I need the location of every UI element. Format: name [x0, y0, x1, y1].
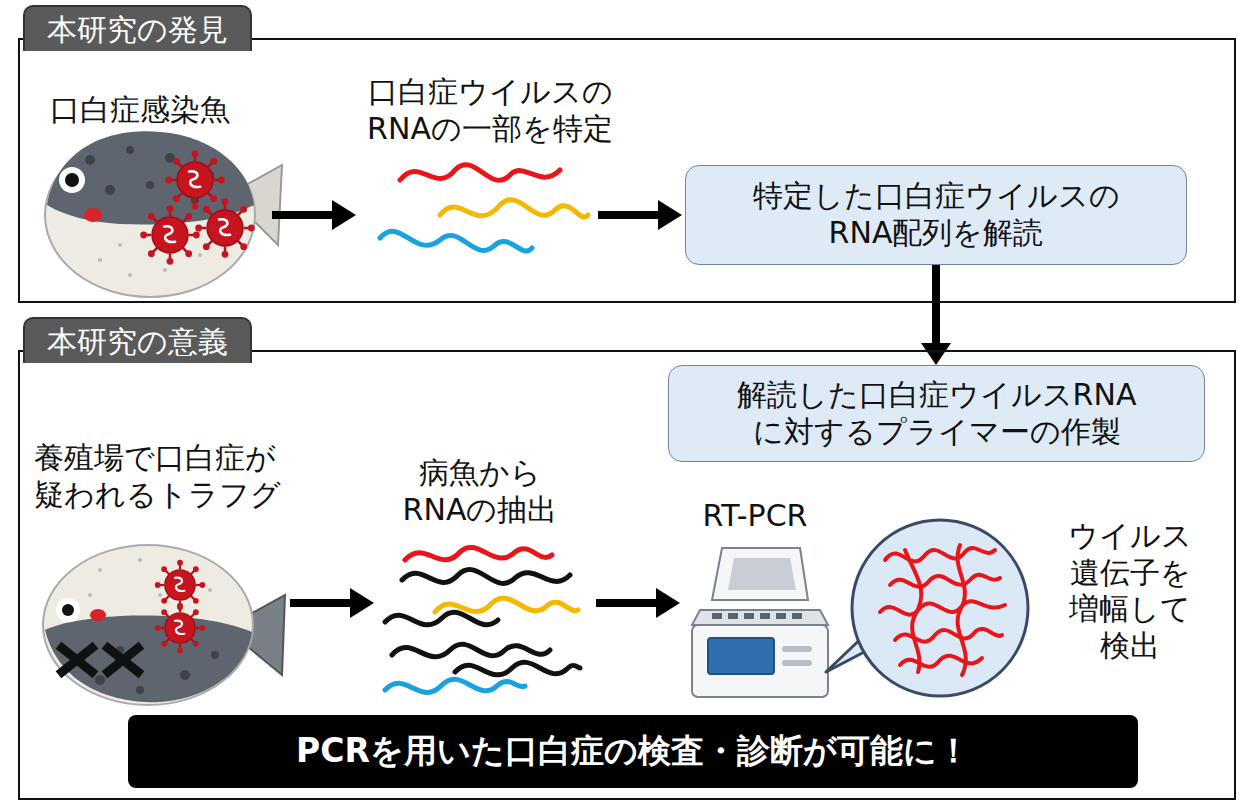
pcr-machine	[692, 548, 828, 697]
flow-arrows	[272, 200, 682, 618]
box-text: 解読した口白症ウイルスRNA に対するプライマーの作製	[737, 377, 1137, 450]
significance-panel: 本研究の意義解読した口白症ウイルスRNA に対するプライマーの作製PCRを用いた…	[18, 350, 1236, 800]
step-label: 病魚から RNAの抽出	[403, 455, 558, 528]
rna-strands	[380, 165, 588, 251]
result-label: ウイルス 遺伝子を 増幅して 検出	[1068, 518, 1192, 664]
extracted-rna	[385, 547, 580, 692]
amplification-callout	[826, 520, 1028, 696]
panel-tab: 本研究の発見	[23, 5, 252, 51]
conclusion-text: PCRを用いた口白症の検査・診断が可能に！	[296, 731, 970, 771]
box-text: 特定した口白症ウイルスの RNA配列を解読	[753, 178, 1120, 251]
infected-fish	[45, 131, 282, 297]
device-label: RT-PCR	[703, 498, 808, 535]
step-label: 口白症ウイルスの RNAの一部を特定	[367, 74, 613, 147]
fish-label: 口白症感染魚	[50, 92, 230, 129]
conclusion-bar: PCRを用いた口白症の検査・診断が可能に！	[128, 715, 1138, 788]
fish-label: 養殖場で口白症が 疑われるトラフグ	[34, 440, 281, 513]
diseased-fish	[43, 545, 285, 705]
process-box: 解読した口白症ウイルスRNA に対するプライマーの作製	[668, 365, 1205, 462]
panel-tab: 本研究の意義	[23, 317, 252, 363]
finding-panel: 本研究の発見特定した口白症ウイルスの RNA配列を解読	[18, 38, 1236, 303]
process-box: 特定した口白症ウイルスの RNA配列を解読	[685, 165, 1187, 265]
